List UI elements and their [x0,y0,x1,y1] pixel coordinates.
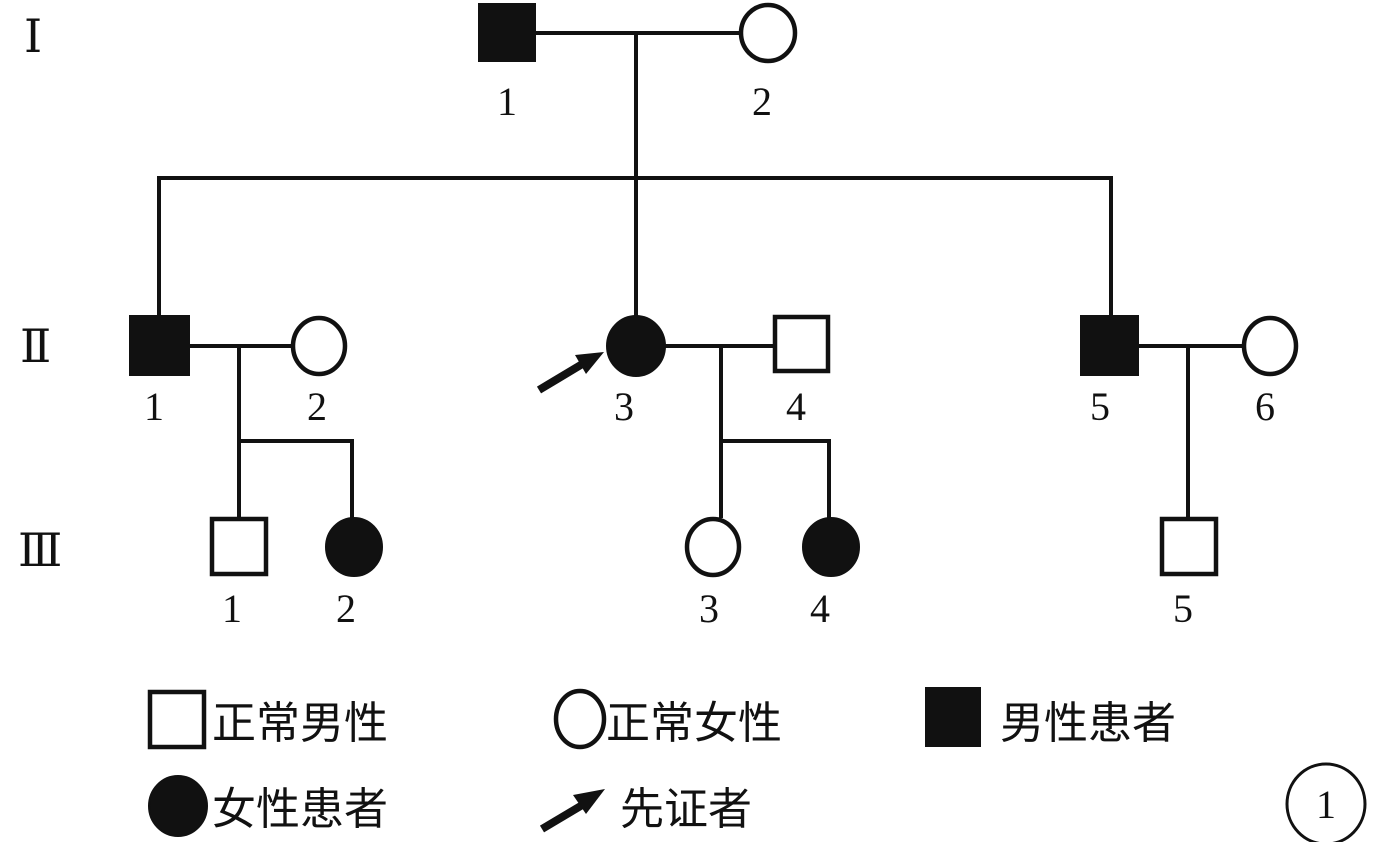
legend-label: 男性患者 [1000,699,1176,748]
member-III-3: 3 [684,516,742,631]
member-III-4: 4 [802,517,860,631]
affected-female-symbol [606,315,666,377]
member-II-4: 4 [772,314,831,429]
member-number: 3 [699,586,719,631]
affected-male-symbol [478,3,536,62]
member-number: 1 [144,384,164,429]
normal-female-legend-icon [553,688,607,750]
member-II-1: 1 [129,315,190,429]
affected-male-symbol [1080,315,1139,376]
normal-female-symbol [290,315,348,377]
member-number: 1 [222,586,242,631]
member-II-2: 2 [290,315,348,429]
generation-label-2: Ⅱ [20,321,51,372]
figure-number: 1 [1316,782,1336,827]
member-number: 4 [786,384,806,429]
member-number: 1 [497,79,517,124]
normal-male-symbol [209,516,269,577]
member-III-2: 2 [325,517,383,631]
affected-female-symbol [802,517,860,577]
member-I-1: 1 [478,3,536,124]
proband-legend-arrow-icon [539,789,605,833]
relationship-lines [157,31,1243,518]
affected-female-legend-icon [148,775,208,837]
legend-label: 女性患者 [212,785,388,834]
affected-male-legend-icon [925,687,981,747]
member-number: 5 [1173,586,1193,631]
member-number: 5 [1090,384,1110,429]
generation-label-1: Ⅰ [24,11,42,62]
normal-male-symbol [772,314,831,374]
normal-female-symbol [1241,315,1299,377]
member-III-1: 1 [209,516,269,631]
member-number: 2 [336,586,356,631]
member-number: 3 [614,384,634,429]
member-number: 6 [1255,384,1275,429]
normal-male-symbol [1159,516,1219,577]
legend-label: 正常男性 [212,699,388,748]
legend-item-normal-female: 正常女性 [553,688,782,750]
member-III-5: 5 [1159,516,1219,631]
member-II-5: 5 [1080,315,1139,429]
member-number: 4 [810,586,830,631]
legend-item-affected-female: 女性患者 [148,775,388,837]
affected-female-symbol [325,517,383,577]
member-I-2: 2 [738,2,798,124]
legend-item-affected-male: 男性患者 [925,687,1176,748]
normal-female-symbol [738,2,798,64]
proband-arrow-icon [536,352,604,394]
generation-label-3: Ⅲ [18,525,62,576]
legend-label: 正常女性 [606,699,782,748]
affected-male-symbol [129,315,190,376]
legend: 正常男性 正常女性 男性患者 女性患者 先证者 [147,687,1176,837]
legend-item-proband: 先证者 [539,785,752,834]
normal-male-legend-icon [147,689,207,750]
figure-number-badge: 1 [1285,762,1367,842]
normal-female-symbol [684,516,742,578]
legend-item-normal-male: 正常男性 [147,689,388,750]
member-number: 2 [752,79,772,124]
member-II-3: 3 [536,315,666,429]
member-number: 2 [307,384,327,429]
legend-label: 先证者 [620,785,752,834]
member-II-6: 6 [1241,315,1299,429]
